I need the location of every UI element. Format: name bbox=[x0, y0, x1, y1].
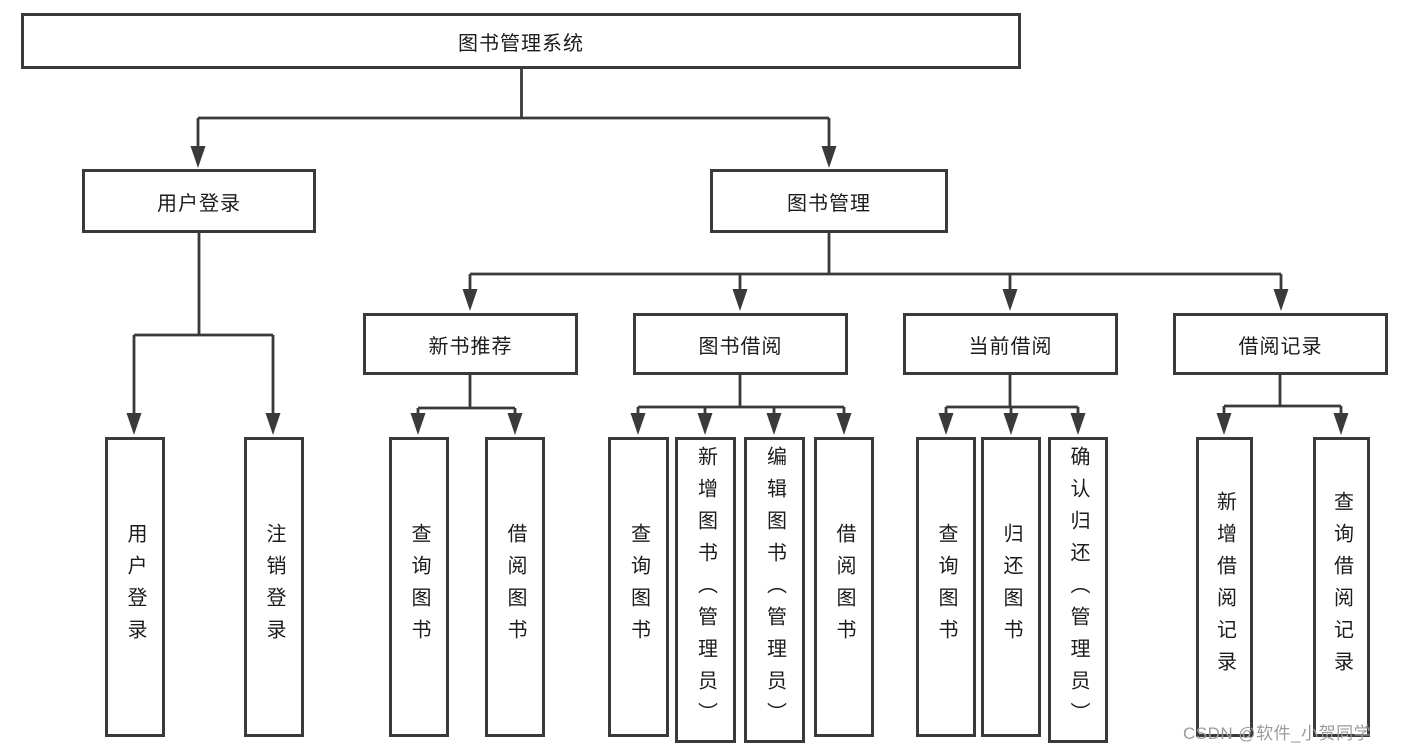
node-label: 归还图书 bbox=[1000, 523, 1022, 651]
node-label: 查询图书 bbox=[408, 523, 430, 651]
csdn-watermark: CSDN @软件_小贺同学 bbox=[1183, 724, 1372, 743]
node-label: 确认归还（管理员） bbox=[1067, 446, 1089, 734]
leaf-add-borrow-record: 新增借阅记录 bbox=[1196, 437, 1253, 737]
node-label: 图书管理系统 bbox=[458, 32, 584, 55]
leaf-borrow-books: 借阅图书 bbox=[814, 437, 874, 737]
node-user-login: 用户登录 bbox=[82, 169, 316, 233]
leaf-confirm-return-admin: 确认归还（管理员） bbox=[1048, 437, 1108, 743]
node-label: 用户登录 bbox=[157, 192, 241, 215]
node-library-management-system: 图书管理系统 bbox=[21, 13, 1021, 69]
node-label: 用户登录 bbox=[124, 523, 146, 651]
leaf-logout: 注销登录 bbox=[244, 437, 304, 737]
node-label: 借阅记录 bbox=[1238, 335, 1323, 358]
node-label: 新增借阅记录 bbox=[1213, 491, 1236, 683]
node-label: 查询图书 bbox=[627, 523, 650, 651]
node-label: 当前借阅 bbox=[968, 335, 1053, 358]
leaf-add-books-admin: 新增图书（管理员） bbox=[675, 437, 736, 743]
leaf-borrow-books-recommend: 借阅图书 bbox=[485, 437, 545, 737]
leaf-user-login: 用户登录 bbox=[105, 437, 165, 737]
node-label: 图书借阅 bbox=[698, 335, 783, 358]
node-label: 查询借阅记录 bbox=[1330, 491, 1353, 683]
node-label: 借阅图书 bbox=[504, 523, 526, 651]
node-borrow-records: 借阅记录 bbox=[1173, 313, 1388, 375]
leaf-query-books-current: 查询图书 bbox=[916, 437, 976, 737]
leaf-query-books-recommend: 查询图书 bbox=[389, 437, 449, 737]
node-label: 注销登录 bbox=[263, 523, 285, 651]
node-book-borrow: 图书借阅 bbox=[633, 313, 848, 375]
leaf-query-books-borrow: 查询图书 bbox=[608, 437, 669, 737]
leaf-return-books: 归还图书 bbox=[981, 437, 1041, 737]
node-label: 新增图书（管理员） bbox=[694, 446, 717, 734]
node-label: 图书管理 bbox=[787, 192, 871, 215]
node-label: 借阅图书 bbox=[833, 523, 855, 651]
node-new-book-recommend: 新书推荐 bbox=[363, 313, 578, 375]
node-label: 查询图书 bbox=[935, 523, 957, 651]
leaf-query-borrow-record: 查询借阅记录 bbox=[1313, 437, 1370, 737]
node-current-borrow: 当前借阅 bbox=[903, 313, 1118, 375]
node-label: 新书推荐 bbox=[428, 335, 513, 358]
leaf-edit-books-admin: 编辑图书（管理员） bbox=[744, 437, 805, 743]
node-label: 编辑图书（管理员） bbox=[763, 446, 786, 734]
node-book-management: 图书管理 bbox=[710, 169, 948, 233]
